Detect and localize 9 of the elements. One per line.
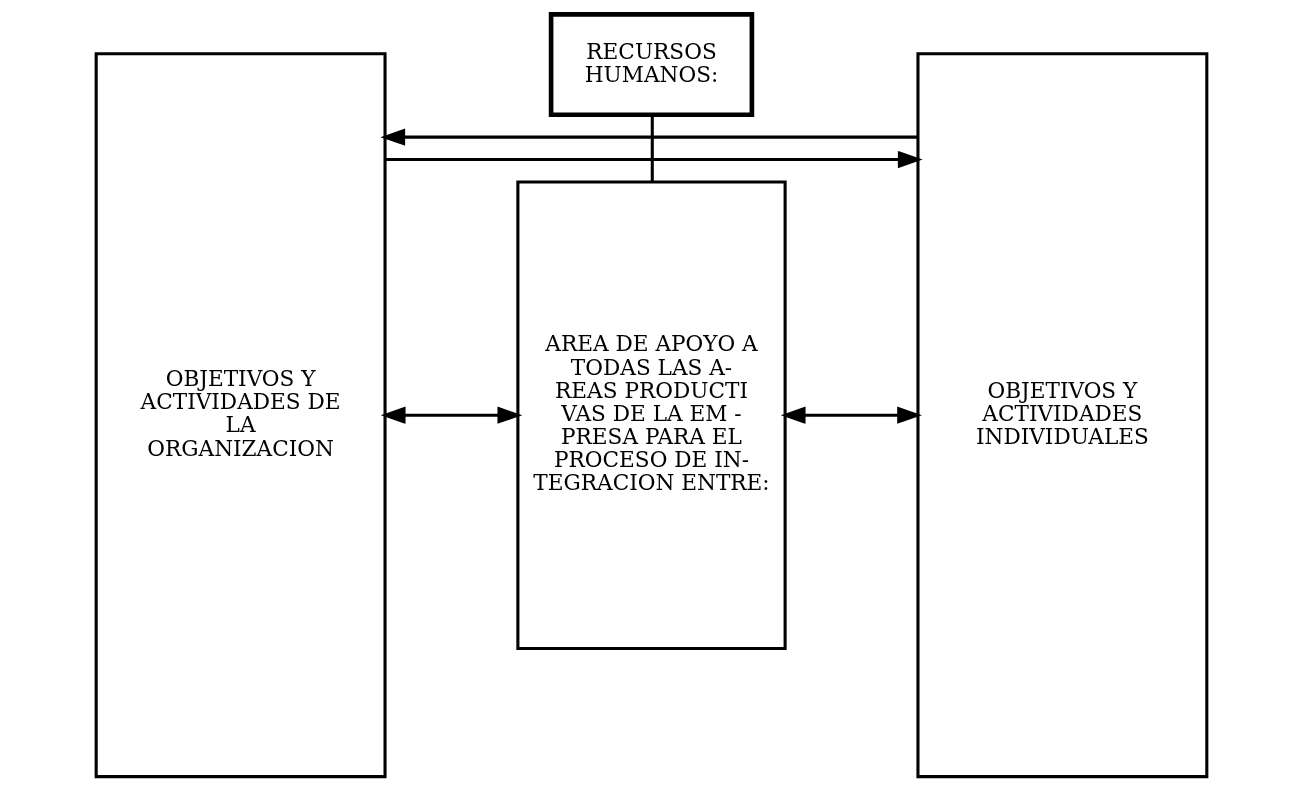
arrow: [384, 150, 923, 169]
arrow: [780, 406, 922, 424]
connector: [650, 114, 654, 182]
node-box: RECURSOS HUMANOS:: [548, 12, 754, 118]
arrow: [379, 128, 918, 146]
node-box: AREA DE APOYO A TODAS LAS A- REAS PRODUCTI VAS DE LA EM - PRESA PARA EL PROCESO DE IN- TEGRACION ENTRE:: [515, 180, 787, 650]
node-box: OBJETIVOS Y ACTIVIDADES DE LA ORGANIZACION: [94, 52, 387, 779]
node-box: OBJETIVOS Y ACTIVIDADES INDIVIDUALES: [915, 52, 1208, 779]
arrow: [380, 406, 522, 424]
